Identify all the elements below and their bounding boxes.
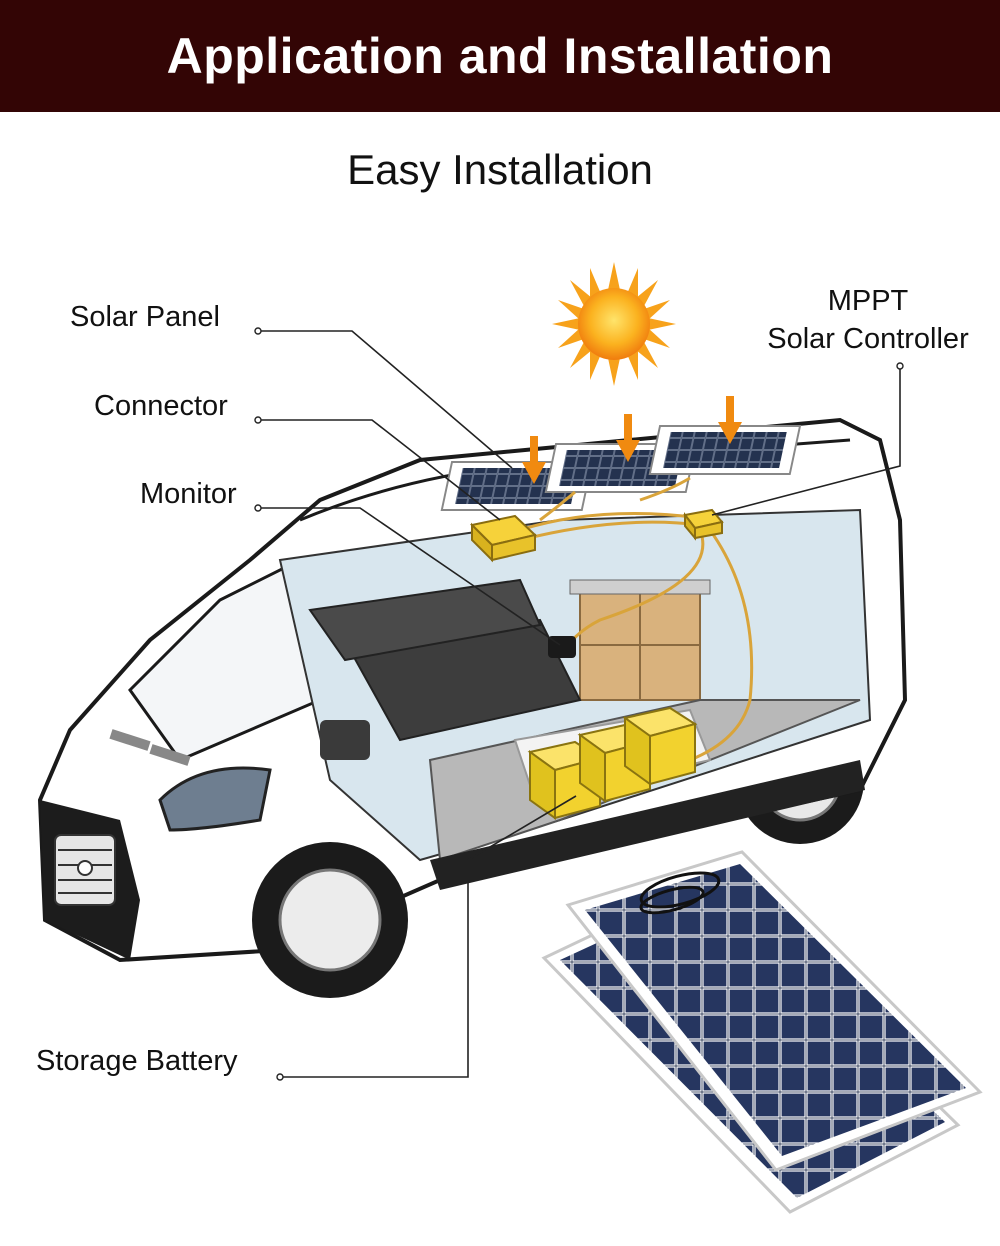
label-mppt-line2: Solar Controller (748, 320, 988, 358)
sun-icon (552, 262, 676, 386)
label-connector: Connector (94, 390, 228, 423)
label-mppt-line1: MPPT (748, 282, 988, 320)
label-monitor: Monitor (140, 478, 237, 511)
label-solar-panel: Solar Panel (70, 301, 220, 334)
label-mppt-controller: MPPT Solar Controller (748, 282, 988, 358)
label-storage-battery: Storage Battery (36, 1045, 238, 1078)
